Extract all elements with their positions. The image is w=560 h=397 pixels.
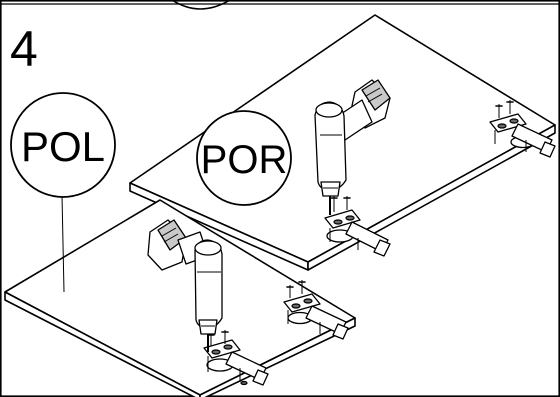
left-panel-hinge-front — [203, 339, 269, 386]
left-panel-screws-front — [207, 330, 229, 346]
right-panel-hinge-back — [489, 113, 556, 158]
right-panel-screws-front — [330, 196, 351, 212]
right-panel-hinge-front — [324, 209, 391, 257]
label-bubble-por: POR — [196, 110, 292, 206]
left-panel-drill — [147, 219, 223, 352]
right-panel-screws-back — [495, 100, 514, 118]
pol-leader-line — [61, 194, 65, 293]
right-panel-drill — [314, 79, 391, 215]
left-panel-label: POL — [21, 123, 105, 170]
previous-bubble-fragment — [171, 0, 231, 10]
right-panel-label: POR — [201, 138, 288, 182]
label-bubble-pol: POL — [10, 92, 116, 198]
step-number: 4 — [10, 21, 38, 77]
left-panel-screws-middle — [286, 280, 306, 298]
left-panel-hinge-middle — [283, 293, 349, 340]
left-panel-board — [4, 199, 356, 397]
